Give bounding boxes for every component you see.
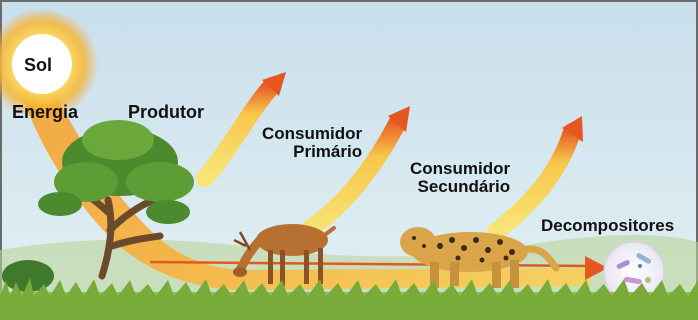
heat-arrow-secondary-consumer [487, 123, 581, 241]
sun-icon [0, 8, 98, 120]
heat-arrowhead-primary-consumer [388, 106, 410, 132]
primary-consumer-label-line1: Consumidor [262, 124, 363, 143]
jaguar-icon [400, 227, 560, 288]
producer-label: Produtor [128, 102, 204, 122]
grass-ground [0, 278, 698, 320]
tree-icon [38, 120, 194, 280]
deer-icon [233, 224, 336, 286]
sun-label: Sol [24, 55, 53, 75]
secondary-consumer-label-line2: Secundário [417, 176, 511, 196]
heat-arrowhead-secondary-consumer [562, 116, 583, 142]
heat-arrow-primary-consumer [291, 113, 407, 245]
heat-loss-arrows [196, 72, 583, 245]
secondary-consumer-label-line1: Consumidor [410, 159, 511, 178]
heat-arrowhead-producer [262, 72, 286, 96]
energy-label: Energia [12, 102, 79, 122]
primary-consumer-label-line2: Primário [293, 141, 363, 161]
bush-icon [2, 260, 54, 292]
primary-consumer-label: Consumidor Primário [262, 125, 362, 161]
heat-arrow-producer [196, 77, 281, 187]
decomposers-label: Decompositores [541, 216, 675, 235]
energy-flow-arrowhead [585, 256, 608, 280]
secondary-consumer-label: Consumidor Secundário [410, 160, 510, 196]
